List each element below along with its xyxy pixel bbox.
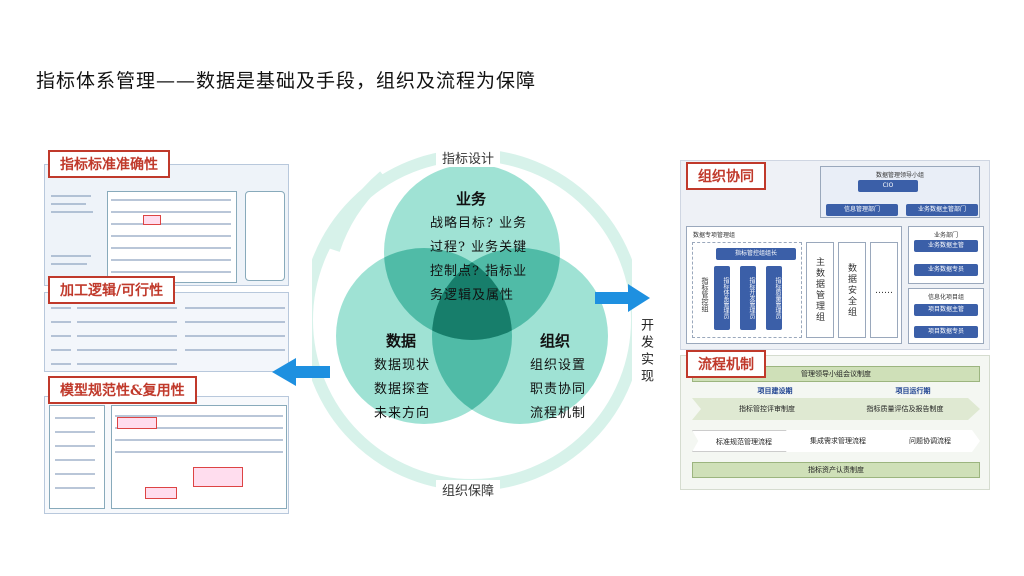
label-indicator-accuracy: 指标标准准确性	[48, 150, 170, 178]
biz-owner-box: 业务数据主管	[914, 240, 978, 252]
it-owner-box: 项目数据主管	[914, 304, 978, 316]
data-security-group: 数据安全组	[838, 242, 866, 338]
right-panel: 组织协同 数据管理领导小组 CIO 信息管理部门 业务数据主管部门 数据专项管理…	[680, 160, 990, 490]
venn-svg	[312, 149, 632, 491]
venn-center	[432, 248, 512, 340]
org-text: 组织设置 职责协同 流程机制	[530, 358, 587, 421]
biz-dept-box: 业务数据主管部门	[906, 204, 978, 216]
thumbnail-processing-logic	[44, 292, 289, 372]
cio-box: CIO	[858, 180, 918, 192]
standard-flow: 标准规范管理流程	[692, 430, 796, 452]
data-text: 数据现状 数据探查 未来方向	[374, 358, 431, 421]
biz-spec-box: 业务数据专员	[914, 264, 978, 276]
issue-flow: 问题协调流程	[880, 430, 980, 452]
control-group	[692, 242, 802, 338]
thumbnail-indicator-standard	[44, 164, 289, 286]
quality-system-chevron: 指标质量评估及报告制度	[830, 398, 980, 420]
review-system-chevron: 指标管控评审制度	[692, 398, 842, 420]
sub-role-1: 指标体系管理员	[714, 266, 730, 330]
thumbnail-model-standard	[44, 396, 289, 514]
label-model-standard: 模型规范性&复用性	[48, 376, 197, 404]
data-title: 数据	[386, 332, 417, 350]
ring-label-guarantee: 组织保障	[436, 480, 501, 499]
label-processing-logic: 加工逻辑/可行性	[48, 276, 176, 304]
label-org-coordination: 组织协同	[686, 162, 766, 190]
lead-box: 指标管控组组长	[716, 248, 796, 260]
integration-flow: 集成需求管理流程	[786, 430, 890, 452]
page-title: 指标体系管理——数据是基础及手段，组织及流程为保障	[36, 70, 537, 92]
business-title: 业务	[456, 190, 487, 208]
master-data-group: 主数据管理组	[806, 242, 834, 338]
control-group-label: 指标管控组	[701, 276, 709, 312]
sub-role-2: 指标开发管理员	[740, 266, 756, 330]
it-spec-box: 项目数据专员	[914, 326, 978, 338]
asset-responsibility-bar: 指标资产认责制度	[692, 462, 980, 478]
business-text: 战略目标? 业务 过程? 业务关键 控制点? 指标业 务逻辑及属性	[430, 216, 528, 303]
label-flow-mechanism: 流程机制	[686, 350, 766, 378]
info-dept-box: 信息管理部门	[826, 204, 898, 216]
left-panel: 指标标准准确性 加工逻辑/可行性 模型规范性&复用性	[44, 150, 289, 515]
venn-diagram: 指标设计 组织保障 业务 战略目标? 业务 过程? 业务关键 控制点? 指标业 …	[312, 140, 632, 500]
sub-role-3: 指标质量管理员	[766, 266, 782, 330]
phase-run: 项目运行期	[895, 387, 931, 395]
more-groups: ……	[870, 242, 898, 338]
ring-label-design: 指标设计	[436, 148, 501, 167]
develop-implement-label: 开发实现	[638, 318, 653, 386]
phase-build: 项目建设期	[757, 387, 793, 395]
org-title: 组织	[540, 332, 571, 350]
